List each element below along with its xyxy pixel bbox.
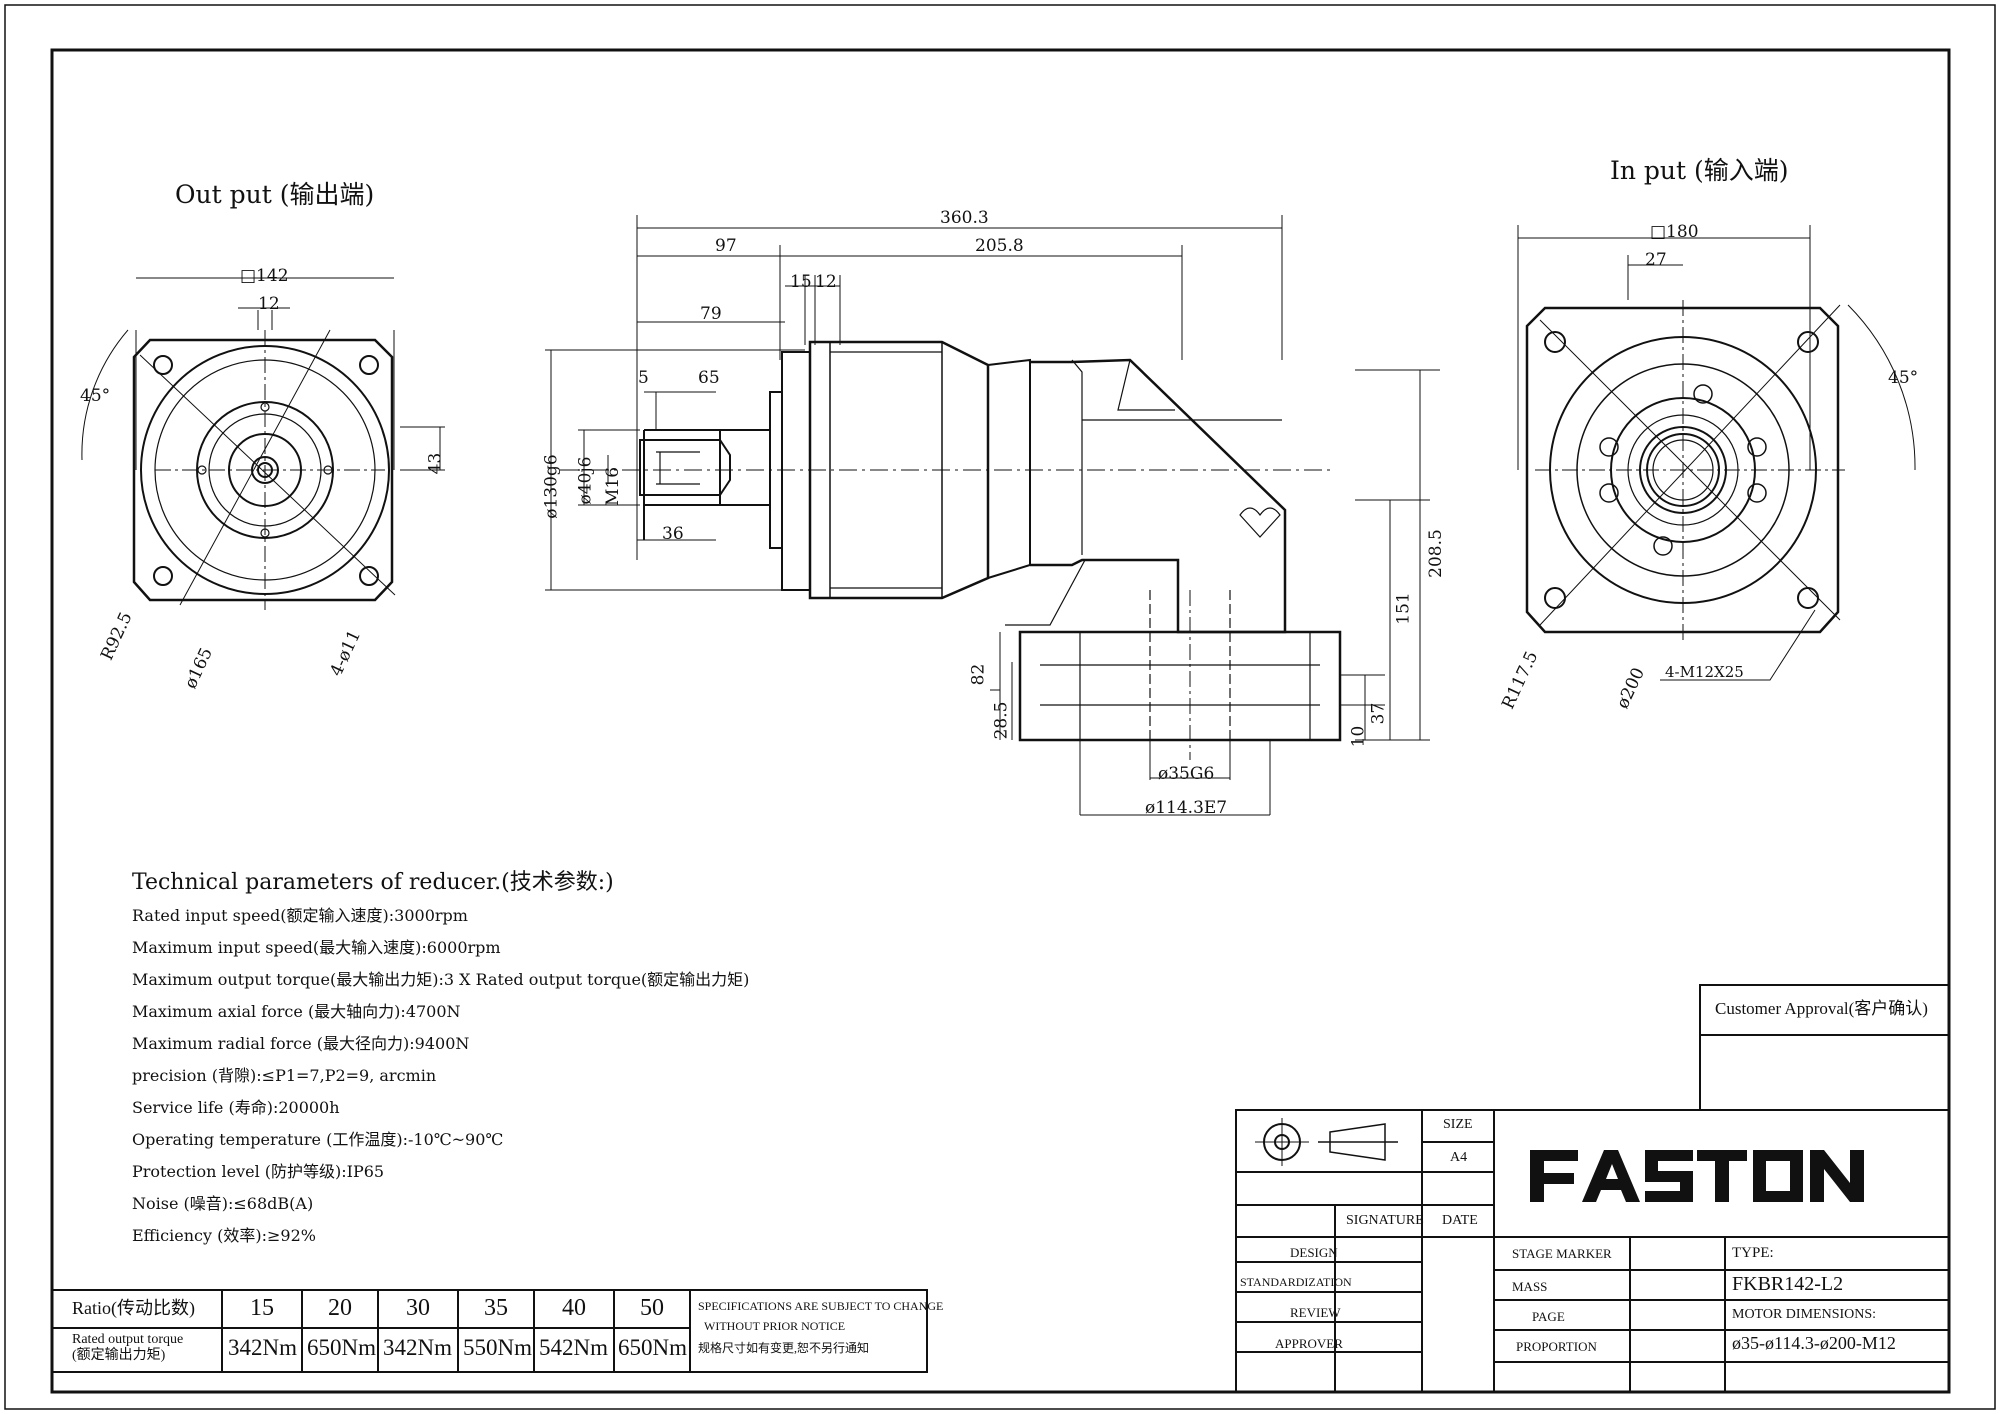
ratio-cell: 30 [406,1295,430,1321]
side-section-view [545,215,1440,816]
tech-line: Maximum input speed(最大输入速度):6000rpm [132,938,501,957]
tech-line: Efficiency (效率):≥92% [132,1226,316,1245]
torque-cell: 342Nm [383,1335,452,1360]
tech-line: precision (背隙):≤P1=7,P2=9, arcmin [132,1066,437,1085]
size-label: SIZE [1443,1117,1473,1132]
signature-label: SIGNATURE [1346,1213,1424,1228]
dim-10: 10 [1348,725,1369,748]
ratio-cell: 20 [328,1295,352,1321]
dim-output-height: 43 [425,452,446,475]
input-end-view [1517,225,1916,681]
dim-dia-114-3: ø114.3E7 [1145,798,1228,818]
dim-dia-40: ø40j6 [575,456,596,505]
dim-input-holes: 4-M12X25 [1665,663,1744,681]
spec-notice-2: WITHOUT PRIOR NOTICE [704,1319,846,1333]
dim-output-key: 12 [258,294,280,314]
spec-notice-3: 规格尺寸如有变更,恕不另行通知 [698,1341,870,1355]
inner-border [50,48,1951,1394]
tech-line: Maximum output torque(最大输出力矩):3 X Rated … [132,970,750,989]
dim-5: 5 [638,368,649,388]
ratio-cell: 15 [250,1295,274,1321]
ratio-cell: 40 [562,1295,586,1321]
output-view-title: Out put (输出端) [175,180,375,209]
approver-label: APPROVER [1275,1336,1343,1351]
tech-line: Maximum axial force (最大轴向力):4700N [132,1002,461,1021]
dim-output-angle: 45° [80,386,111,406]
dim-12: 12 [815,272,837,292]
torque-label-1: Rated output torque [72,1332,184,1347]
type-value: FKBR142-L2 [1732,1273,1844,1295]
dim-82: 82 [968,663,989,686]
tech-line: Rated input speed(额定输入速度):3000rpm [132,906,468,925]
date-label: DATE [1442,1213,1478,1228]
dim-208-5: 208.5 [1425,529,1446,578]
dim-65: 65 [698,368,720,388]
dim-m16: M16 [603,466,624,507]
outer-border [4,4,1996,1410]
dim-28-5: 28.5 [991,701,1012,740]
dim-total-length: 360.3 [940,208,989,228]
page-label: PAGE [1532,1309,1565,1324]
torque-cell: 650Nm [618,1335,687,1360]
tech-line: Operating temperature (工作温度):-10℃~90℃ [132,1130,504,1149]
dim-input-square: □180 [1650,222,1699,242]
size-value: A4 [1450,1150,1468,1165]
tech-line: Protection level (防护等级):IP65 [132,1162,385,1181]
design-label: DESIGN [1290,1245,1338,1260]
spec-notice-1: SPECIFICATIONS ARE SUBJECT TO CHANGE [698,1299,944,1313]
mass-label: MASS [1512,1279,1548,1294]
ratio-label: Ratio(传动比数) [72,1298,195,1318]
dim-36: 36 [662,524,684,544]
torque-cell: 542Nm [539,1335,608,1360]
dim-79: 79 [700,304,722,324]
faston-logo [1530,1150,1864,1202]
proportion-label: PROPORTION [1516,1339,1597,1354]
dim-15: 15 [790,272,812,292]
torque-cell: 342Nm [228,1335,297,1360]
torque-label-2: (额定输出力矩) [72,1348,166,1363]
ratio-cell: 35 [484,1295,508,1321]
ratio-table-lines [51,1289,928,1373]
dim-input-27: 27 [1645,250,1667,270]
stage-marker-label: STAGE MARKER [1512,1246,1612,1261]
review-label: REVIEW [1290,1305,1341,1320]
title-block-lines [1235,984,1950,1393]
output-end-view [81,277,445,610]
tech-parameters: Technical parameters of reducer.(技术参数:) … [132,872,749,1260]
motor-dimensions-label: MOTOR DIMENSIONS: [1732,1307,1877,1322]
dim-151: 151 [1393,592,1414,625]
dim-97: 97 [715,236,737,256]
tech-line: Noise (噪音):≤68dB(A) [132,1194,314,1213]
type-label: TYPE: [1732,1245,1774,1261]
dim-dia-130: ø130g6 [541,454,562,519]
dim-dia-35: ø35G6 [1158,764,1215,784]
tech-line: Service life (寿命):20000h [132,1098,340,1117]
torque-cell: 550Nm [463,1335,532,1360]
torque-cell: 650Nm [307,1335,376,1360]
customer-approval: Customer Approval(客户确认) [1715,999,1928,1018]
tech-line: Maximum radial force (最大径向力):9400N [132,1034,470,1053]
input-view-title: In put (输入端) [1610,156,1789,185]
dim-205-8: 205.8 [975,236,1024,256]
motor-dimensions-value: ø35-ø114.3-ø200-M12 [1732,1333,1896,1353]
dim-output-square: □142 [240,266,289,286]
dim-37: 37 [1368,702,1389,725]
ratio-cell: 50 [640,1295,664,1321]
tech-title: Technical parameters of reducer.(技术参数:) [132,870,614,895]
dim-input-angle: 45° [1888,368,1919,388]
standardization-label: STANDARDIZATION [1240,1275,1352,1289]
